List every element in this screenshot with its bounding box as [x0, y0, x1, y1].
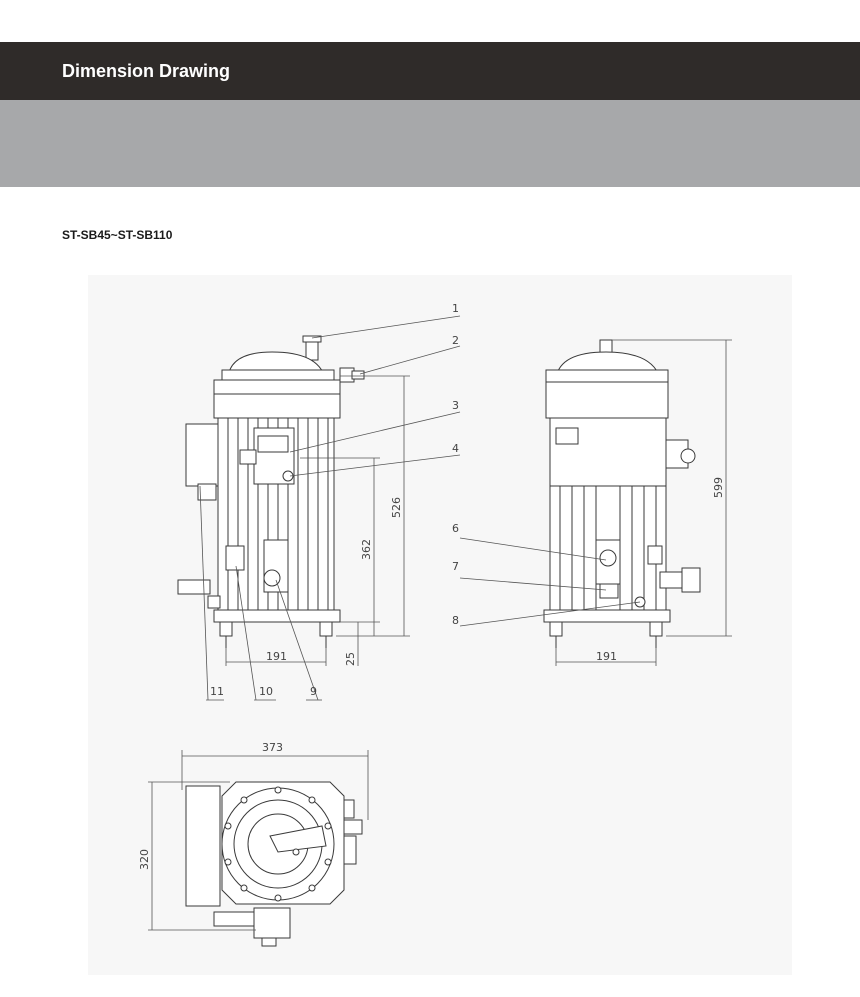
- callout-3: 3: [452, 399, 459, 412]
- dim-373: 373: [262, 741, 283, 754]
- dim-320: 320: [138, 849, 151, 870]
- dim-599: 599: [712, 477, 725, 498]
- callout-11: 11: [210, 685, 224, 698]
- top-view: [148, 750, 369, 947]
- callout-2: 2: [452, 334, 459, 347]
- sub-banner: [0, 100, 860, 187]
- callout-labels: 1 2 3 4 6 7 8 9 10 11: [210, 302, 459, 698]
- callout-7: 7: [452, 560, 459, 573]
- callout-4: 4: [452, 442, 459, 455]
- dim-25: 25: [344, 652, 357, 666]
- callout-6: 6: [452, 522, 459, 535]
- model-label: ST-SB45~ST-SB110: [62, 228, 173, 242]
- callout-1: 1: [452, 302, 459, 315]
- top-margin: [0, 0, 860, 42]
- side-view: [459, 339, 732, 666]
- front-view: [177, 315, 461, 701]
- page-title: Dimension Drawing: [62, 60, 231, 81]
- callout-8: 8: [452, 614, 459, 627]
- dim-362: 362: [360, 539, 373, 560]
- dimension-labels: 526 362 25 191 599 191 373 320: [138, 477, 725, 870]
- dim-191-front: 191: [266, 650, 287, 663]
- callout-9: 9: [310, 685, 317, 698]
- dim-191-side: 191: [596, 650, 617, 663]
- callout-10: 10: [259, 685, 273, 698]
- header-bar: Dimension Drawing: [0, 42, 860, 100]
- dim-526: 526: [390, 497, 403, 518]
